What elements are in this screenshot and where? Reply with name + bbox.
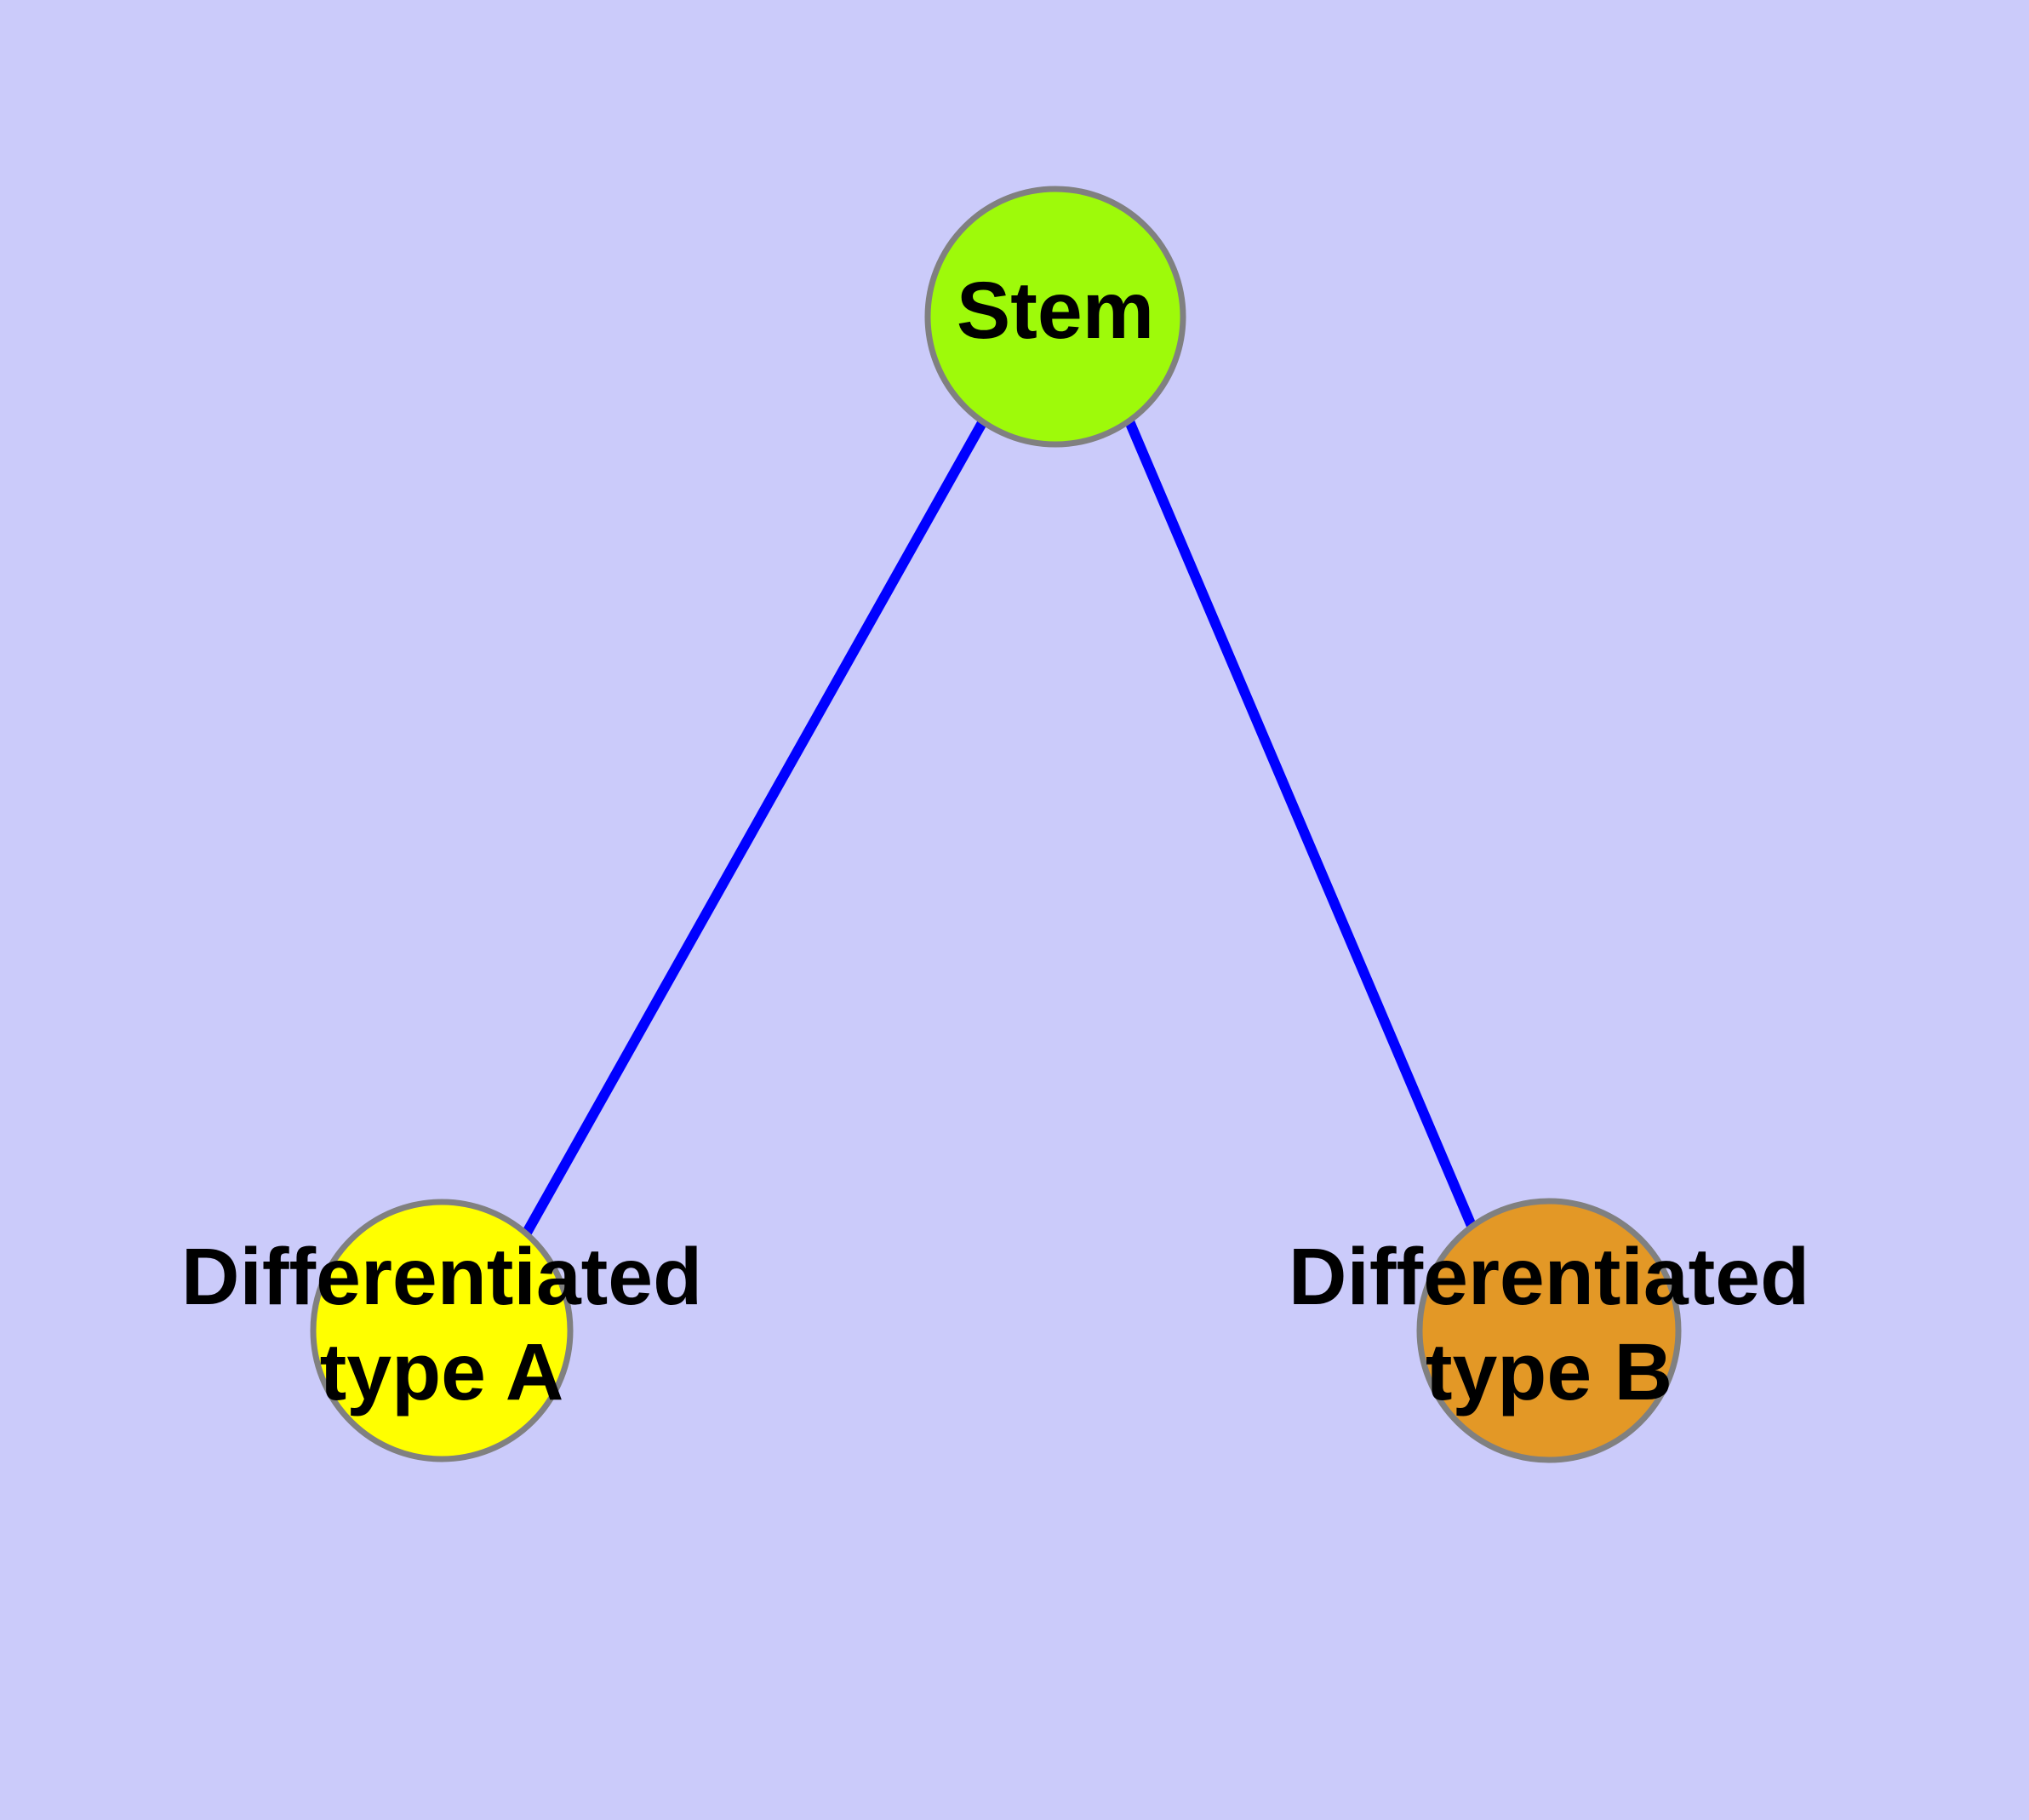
node-label-line: Differentiated <box>1289 1232 1809 1322</box>
node-circle-diff-a[interactable] <box>310 1199 574 1462</box>
node-label-line: Differentiated <box>181 1232 702 1322</box>
node-label-line: type B <box>1426 1327 1672 1417</box>
graph-node-stem[interactable]: Stem <box>924 186 1186 448</box>
node-circle-diff-b[interactable] <box>1416 1198 1682 1463</box>
edges-layer <box>518 419 1477 1241</box>
graph-edge-stem-to-diff-b[interactable] <box>1124 419 1477 1228</box>
graph-edge-stem-to-diff-a[interactable] <box>518 419 988 1241</box>
node-label-line: Stem <box>957 266 1154 356</box>
node-label-stem: Stem <box>957 266 1154 356</box>
node-label-line: type A <box>320 1327 564 1417</box>
node-circle-stem[interactable] <box>924 186 1186 448</box>
